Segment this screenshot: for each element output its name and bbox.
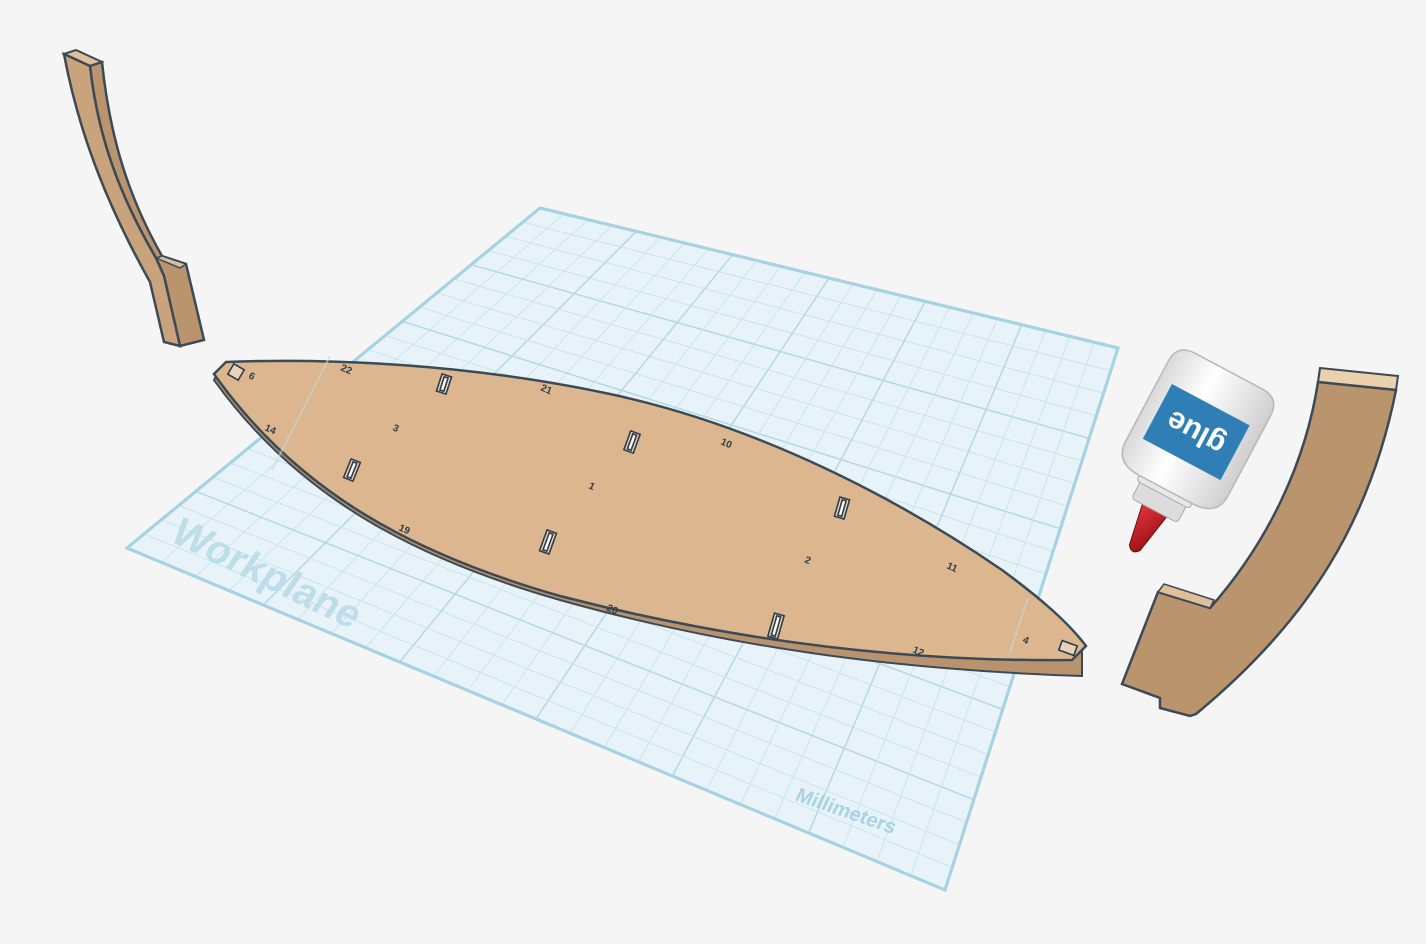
stern-post-piece[interactable]	[64, 50, 204, 346]
glue-bottle-icon: glue	[1082, 344, 1280, 579]
